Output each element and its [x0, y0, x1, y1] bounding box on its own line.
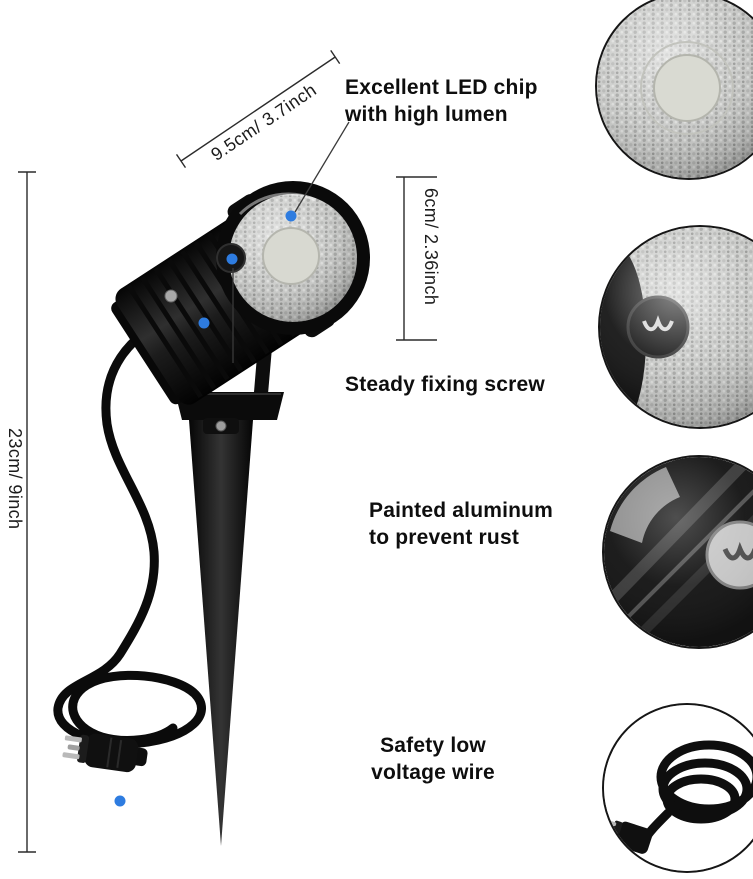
- dimension-label-overall-height: 23cm/ 9inch: [5, 428, 25, 530]
- feature-led-chip-line2: with high lumen: [345, 103, 508, 126]
- led-chip-macro: [597, 0, 753, 178]
- feature-fixing-screw: Steady fixing screw: [345, 373, 545, 396]
- marker-dots: [114, 210, 297, 807]
- bracket-screw: [215, 420, 227, 432]
- pointer-line-led-chip: [294, 121, 350, 213]
- feature-wire-line1: Safety low: [380, 734, 486, 757]
- plug-ground-pin: [67, 744, 80, 751]
- feature-led-chip-line1: Excellent LED chip: [345, 76, 538, 99]
- lamp-lens: [216, 181, 370, 335]
- feature-wire-line2: voltage wire: [371, 761, 495, 784]
- feature-aluminum-line2: to prevent rust: [369, 526, 520, 549]
- dimension-line-overall-height: [18, 171, 36, 853]
- led-chip: [262, 227, 320, 285]
- marker-dot-aluminum-body: [198, 317, 210, 329]
- feature-aluminum: Painted aluminum to prevent rust: [369, 497, 553, 551]
- callout-painted-body-closeup: [602, 455, 753, 649]
- dimension-label-head-height: 6cm/ 2.36inch: [421, 188, 441, 306]
- ground-spike: [189, 420, 253, 846]
- painted-body-macro: [604, 457, 753, 647]
- marker-dot-fixing-screw: [226, 253, 238, 265]
- feature-aluminum-line1: Painted aluminum: [369, 499, 554, 522]
- clamp-screw: [164, 289, 178, 303]
- power-plug: [62, 733, 148, 773]
- dimension-line-head-height: [396, 176, 437, 341]
- wire-plug-macro: [604, 705, 753, 871]
- feature-led-chip: Excellent LED chip with high lumen: [345, 74, 538, 128]
- dimension-line-head-diameter: [175, 49, 341, 169]
- marker-dot-led-chip: [285, 210, 297, 222]
- led-chip-disc: [653, 54, 721, 122]
- fixing-screw-macro: [600, 227, 753, 427]
- plug-prong: [62, 752, 80, 760]
- plug-prong: [64, 735, 82, 743]
- callout-fixing-screw-closeup: [598, 225, 753, 429]
- feature-wire: Safety low voltage wire: [366, 732, 500, 786]
- callout-led-chip-closeup: [595, 0, 753, 180]
- marker-dot-wire: [114, 795, 126, 807]
